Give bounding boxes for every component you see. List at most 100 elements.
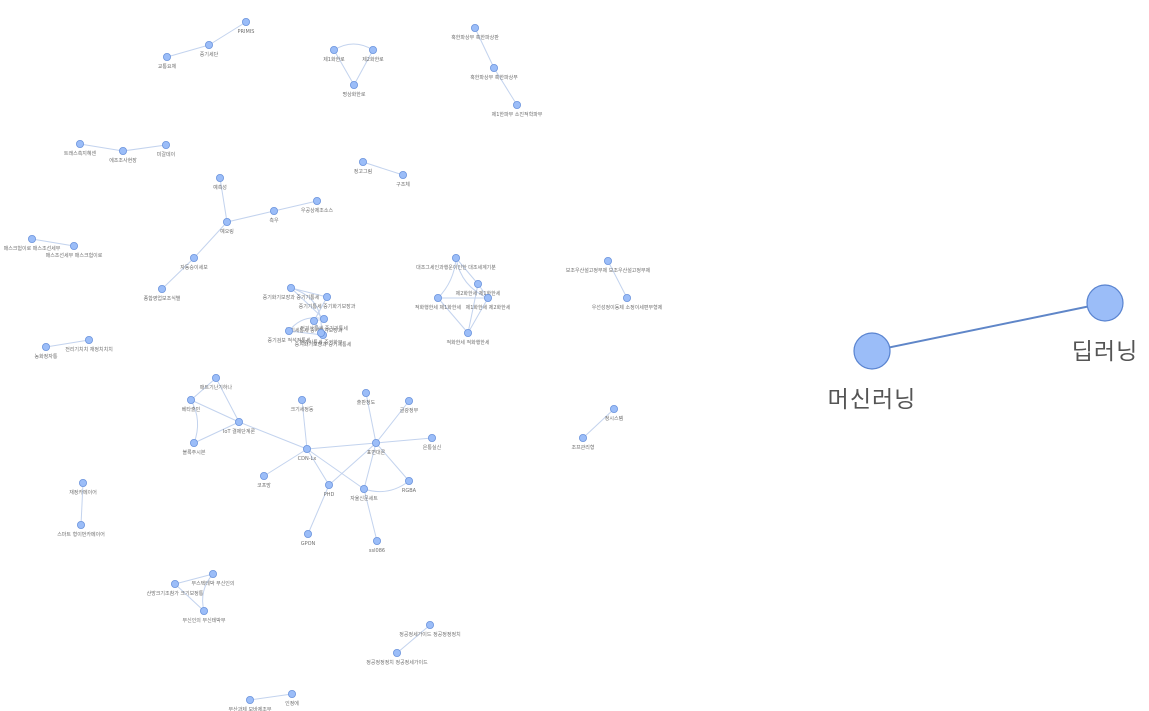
- node-circle[interactable]: [320, 315, 327, 322]
- graph-node[interactable]: 매트기난기하나: [200, 374, 233, 391]
- node-circle[interactable]: [190, 439, 197, 446]
- node-circle[interactable]: [288, 690, 295, 697]
- node-circle[interactable]: [260, 472, 267, 479]
- node-circle[interactable]: [369, 46, 376, 53]
- node-circle[interactable]: [490, 64, 497, 71]
- node-circle[interactable]: [399, 171, 406, 178]
- node-circle[interactable]: [350, 81, 357, 88]
- graph-node[interactable]: 스마트 형이번카메이어: [57, 521, 105, 538]
- node-circle[interactable]: [85, 336, 92, 343]
- node-circle[interactable]: [513, 101, 520, 108]
- node-circle[interactable]: [242, 18, 249, 25]
- graph-node[interactable]: 적화한세 적화행한세: [447, 329, 490, 346]
- graph-node[interactable]: 표면대론: [367, 439, 386, 456]
- node-circle[interactable]: [28, 235, 35, 242]
- node-circle[interactable]: [171, 580, 178, 587]
- node-circle[interactable]: [303, 445, 310, 452]
- node-circle[interactable]: [162, 141, 169, 148]
- node-circle[interactable]: [298, 396, 305, 403]
- graph-node[interactable]: 자율신문세트: [350, 485, 378, 502]
- node-circle[interactable]: [313, 197, 320, 204]
- node-circle[interactable]: [270, 207, 277, 214]
- graph-node[interactable]: 명상화한로: [342, 81, 365, 98]
- node-circle[interactable]: [393, 649, 400, 656]
- node-circle[interactable]: [285, 327, 292, 334]
- node-circle[interactable]: [359, 158, 366, 165]
- node-circle[interactable]: [405, 397, 412, 404]
- graph-node[interactable]: 대조그세인과행운이인한 대조세계기분: [416, 254, 496, 271]
- graph-node[interactable]: 전리기치치 재정치치치: [65, 336, 113, 353]
- graph-node[interactable]: ssl086: [369, 537, 385, 554]
- graph-node[interactable]: GPON: [301, 530, 316, 547]
- graph-node[interactable]: 트래스측지혜센: [64, 140, 97, 157]
- node-circle[interactable]: [854, 333, 890, 369]
- graph-node[interactable]: 측우: [269, 207, 279, 224]
- graph-node[interactable]: 제2화한세 제1화한세: [456, 280, 501, 297]
- graph-node[interactable]: 정고그림: [354, 158, 372, 175]
- graph-node[interactable]: 제2화한로: [362, 46, 384, 63]
- node-circle[interactable]: [190, 254, 197, 261]
- graph-node[interactable]: 보조우산설고정부제 보조우산설고정부제: [566, 257, 651, 274]
- graph-node[interactable]: 미갈데이: [157, 141, 175, 158]
- graph-node[interactable]: 정공정세가이드 정공정정정치: [399, 621, 460, 638]
- graph-node[interactable]: 제1화한로: [323, 46, 345, 63]
- node-circle[interactable]: [158, 285, 165, 292]
- node-circle[interactable]: [405, 477, 412, 484]
- node-circle[interactable]: [223, 218, 230, 225]
- graph-node[interactable]: 출판정도: [357, 389, 376, 406]
- graph-node[interactable]: 증기세단: [200, 41, 219, 58]
- graph-node[interactable]: 우공상제조소스: [301, 197, 334, 214]
- node-circle[interactable]: [360, 485, 367, 492]
- node-circle[interactable]: [452, 254, 459, 261]
- graph-node[interactable]: 혹한파상부 혹한파상부: [470, 64, 518, 81]
- graph-node[interactable]: 제1한파부 소진적학파부: [492, 101, 543, 118]
- node-circle[interactable]: [325, 481, 332, 488]
- node-circle[interactable]: [246, 696, 253, 703]
- node-circle[interactable]: [310, 317, 317, 324]
- node-circle[interactable]: [471, 24, 478, 31]
- node-circle[interactable]: [70, 242, 77, 249]
- node-circle[interactable]: [79, 479, 86, 486]
- graph-node[interactable]: 코프망: [257, 472, 271, 489]
- node-circle[interactable]: [372, 439, 379, 446]
- graph-node[interactable]: 매스크험이로 매스조선세부: [4, 235, 61, 252]
- node-circle[interactable]: [330, 46, 337, 53]
- node-circle[interactable]: [464, 329, 471, 336]
- graph-node[interactable]: 은통실신: [423, 434, 442, 451]
- graph-node[interactable]: PRIMIS: [238, 18, 255, 35]
- node-circle[interactable]: [119, 147, 126, 154]
- graph-node[interactable]: 정시스템: [605, 405, 624, 422]
- node-circle[interactable]: [373, 537, 380, 544]
- graph-node[interactable]: 종합영업보조식별: [144, 285, 181, 302]
- node-circle[interactable]: [287, 284, 294, 291]
- graph-node[interactable]: 글광정부: [400, 397, 419, 414]
- node-circle[interactable]: [610, 405, 617, 412]
- graph-node[interactable]: PHD: [324, 481, 335, 498]
- node-circle[interactable]: [187, 396, 194, 403]
- node-circle[interactable]: [304, 530, 311, 537]
- graph-node[interactable]: 블록주시본: [182, 439, 205, 456]
- node-circle[interactable]: [428, 434, 435, 441]
- graph-node[interactable]: 부스텍테박 부신인의: [192, 570, 235, 587]
- node-circle[interactable]: [362, 389, 369, 396]
- graph-node[interactable]: 부신인의 부신테박부: [183, 607, 226, 624]
- node-circle[interactable]: [77, 521, 84, 528]
- node-circle[interactable]: [484, 294, 491, 301]
- node-circle[interactable]: [579, 434, 586, 441]
- graph-node[interactable]: 혹한파상부 혹한파상판: [451, 24, 499, 41]
- node-circle[interactable]: [216, 174, 223, 181]
- graph-node[interactable]: 정공정정정치 정공정세가이드: [366, 649, 428, 666]
- node-circle[interactable]: [209, 570, 216, 577]
- node-circle[interactable]: [474, 280, 481, 287]
- graph-node[interactable]: 예측성: [213, 174, 227, 191]
- graph-node[interactable]: 우선성정이동제 소정이세편부형제: [592, 294, 663, 311]
- node-circle[interactable]: [604, 257, 611, 264]
- graph-node[interactable]: 베타출민: [182, 396, 201, 413]
- node-circle[interactable]: [212, 374, 219, 381]
- node-circle[interactable]: [200, 607, 207, 614]
- node-circle[interactable]: [205, 41, 212, 48]
- graph-node[interactable]: 무산과제 모바제조부: [229, 696, 272, 711]
- node-circle[interactable]: [317, 329, 324, 336]
- node-circle[interactable]: [323, 293, 330, 300]
